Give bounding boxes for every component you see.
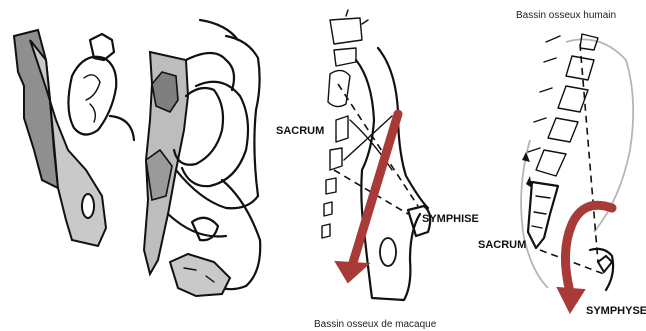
human-pelvis-diagram [521, 34, 633, 312]
macaque-pelvis-diagram [322, 10, 430, 300]
macaque-arrow-head-icon [336, 262, 368, 282]
human-inlet-dash-lower [540, 250, 604, 274]
human-pelvis-title: Bassin osseux humain [516, 10, 616, 21]
macaque-pelvis-caption: Bassin osseux de macaque [314, 319, 437, 330]
macaque-birth-axis-arrow [352, 114, 398, 266]
human-arrow-head-icon [558, 288, 584, 312]
human-symphyse-label: SYMPHYSE [586, 305, 646, 317]
macaque-sacrum-label: SACRUM [276, 125, 324, 137]
human-birth-axis-arrow [565, 205, 612, 292]
left-pelvis-illustration [14, 20, 260, 296]
macaque-symphise-label: SYMPHISE [422, 213, 479, 225]
human-sacrum-label: SACRUM [478, 239, 526, 251]
